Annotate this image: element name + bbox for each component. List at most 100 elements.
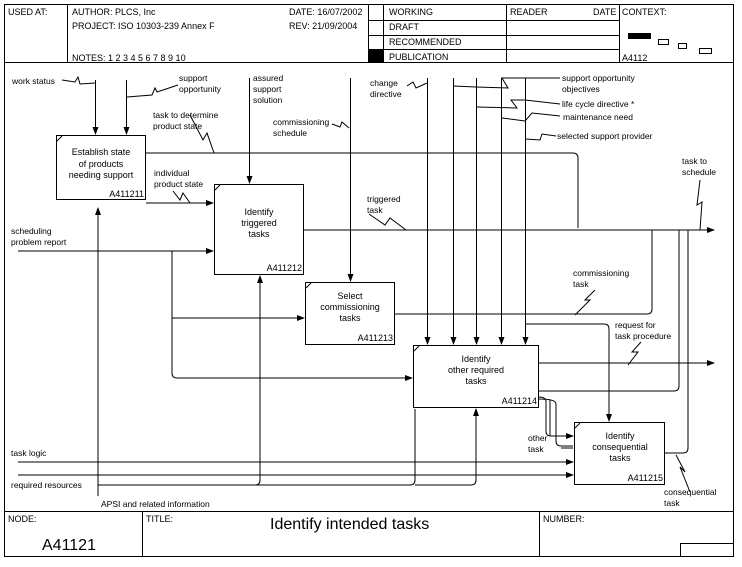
label-commissioning-task: task (573, 279, 589, 289)
label-assured-support-solution: support (253, 84, 282, 94)
box-node-id: A411211 (109, 189, 144, 199)
publication-status-marker (369, 50, 383, 62)
box-label-line: Select (337, 291, 363, 301)
label-change-directive: change (370, 78, 398, 88)
squiggle-maintenance (501, 112, 561, 122)
squiggle-task-to-schedule (696, 179, 703, 231)
label-selected-support-provider: selected support provider (557, 131, 653, 141)
squiggle-work-status (61, 75, 96, 85)
box-label-line: commissioning (320, 302, 380, 312)
squiggle-task-to-determine (189, 114, 215, 154)
label-support-opportunity-objectives: support opportunity (562, 73, 636, 83)
label-required-resources: required resources (11, 480, 82, 490)
arrow-other-task-1b (538, 398, 573, 447)
diagram-frame (4, 62, 734, 512)
arrow-request-for-task-procedure (526, 323, 612, 422)
squiggle-request (627, 341, 642, 366)
box-A411214[interactable]: Identify other required tasks A411214 (413, 345, 539, 408)
footer-frame (4, 511, 734, 557)
context-label: CONTEXT: (622, 7, 667, 17)
label-task-to-determine: task to determine (153, 110, 218, 120)
box-node-id: A411212 (267, 263, 302, 273)
reader-label: READER (510, 7, 548, 17)
arrow-commissioning-task (395, 230, 653, 315)
diagram-title: Identify intended tasks (270, 516, 429, 533)
label-individual-product-state: individual (154, 168, 190, 178)
label-request-for-task-procedure: request for (615, 320, 656, 330)
label-commissioning-schedule: commissioning (273, 117, 329, 127)
label-task-to-determine: product state (153, 121, 202, 131)
squiggle-consequential-task (675, 454, 691, 493)
label-task-logic: task logic (11, 448, 47, 458)
arrow-scheduling-branch-A411214 (171, 251, 413, 381)
box-label-line: tasks (609, 453, 631, 463)
label-maintenance-need: maintenance need (563, 112, 633, 122)
number-label: NUMBER: (543, 514, 585, 524)
squiggle-commissioning-schedule (331, 121, 350, 129)
arrow-other-task-1 (538, 396, 574, 439)
status-publication: PUBLICATION (389, 52, 448, 62)
author-field: AUTHOR: PLCS, Inc (72, 7, 156, 17)
box-label-line: tasks (248, 229, 270, 239)
label-life-cycle-directive: life cycle directive * (562, 99, 635, 109)
arrow-apsi-to-A411214 (415, 408, 479, 486)
label-other-task: task (528, 444, 544, 454)
label-triggered-task: task (367, 205, 383, 215)
label-consequential-task: task (664, 498, 680, 508)
arrow-labels: work status support opportunity assured … (11, 73, 717, 509)
reader-date-label: DATE (593, 7, 616, 17)
context-mini-diagram (628, 33, 712, 54)
box-label-line: of products (79, 159, 124, 169)
box-A411213[interactable]: Select commissioning tasks A411213 (305, 282, 395, 345)
box-A411215[interactable]: Identify consequential tasks A411215 (574, 422, 665, 485)
label-request-for-task-procedure: task procedure (615, 331, 671, 341)
squiggle-triggered-task (368, 213, 407, 231)
used-at-label: USED AT: (8, 7, 47, 17)
label-support-opportunity-objectives: objectives (562, 84, 600, 94)
arrow-task-to-determine-product-state (146, 152, 579, 228)
status-draft: DRAFT (389, 22, 419, 32)
box-node-id: A411214 (502, 396, 537, 406)
label-triggered-task: triggered (367, 194, 401, 204)
box-A411211[interactable]: Establish state of products needing supp… (56, 135, 146, 200)
project-field: PROJECT: ISO 10303-239 Annex F (72, 21, 215, 31)
box-label-line: other required (448, 365, 504, 375)
label-scheduling-problem-report: scheduling (11, 226, 52, 236)
squiggle-commissioning-task (574, 289, 596, 316)
box-label-line: consequential (592, 442, 648, 452)
label-other-task: other (528, 433, 548, 443)
box-A411212[interactable]: Identify triggered tasks A411212 (214, 184, 304, 275)
arrow-apsi-to-A411212 (98, 275, 263, 486)
box-node-id: A411215 (628, 473, 663, 483)
node-value: A41121 (42, 537, 96, 554)
status-recommended: RECOMMENDED (389, 37, 462, 47)
box-label-line: triggered (241, 218, 277, 228)
label-support-opportunity: opportunity (179, 84, 222, 94)
box-label-line: Identify (244, 207, 274, 217)
label-consequential-task: consequential (664, 487, 717, 497)
label-commissioning-task: commissioning (573, 268, 629, 278)
label-individual-product-state: product state (154, 179, 203, 189)
box-label-line: tasks (465, 376, 487, 386)
label-commissioning-schedule: schedule (273, 128, 307, 138)
notes-field: NOTES: 1 2 3 4 5 6 7 8 9 10 (72, 53, 186, 63)
label-assured-support-solution: solution (253, 95, 283, 105)
header-frame (4, 4, 734, 63)
label-task-to-schedule: schedule (682, 167, 716, 177)
label-change-directive: directive (370, 89, 402, 99)
box-label-line: Establish state (72, 147, 131, 157)
arrow-other-required-loop (539, 230, 680, 392)
box-label-line: Identify (461, 354, 491, 364)
squiggle-selected-provider (525, 133, 557, 141)
squiggle-support-opportunity (126, 84, 179, 98)
box-label-line: Identify (605, 431, 635, 441)
context-active-box (628, 33, 651, 39)
squiggle-life-cycle (476, 99, 561, 109)
status-working: WORKING (389, 7, 433, 17)
label-scheduling-problem-report: problem report (11, 237, 67, 247)
context-box (658, 39, 669, 45)
label-support-opportunity: support (179, 73, 208, 83)
context-node: A4112 (622, 53, 647, 63)
label-work-status: work status (11, 76, 55, 86)
box-label-line: needing support (69, 170, 134, 180)
